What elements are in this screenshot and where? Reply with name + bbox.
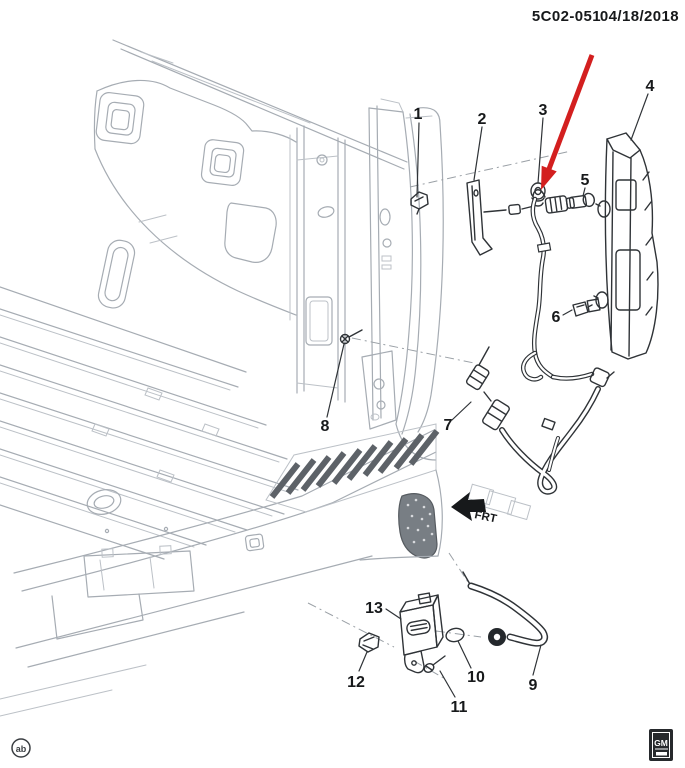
- drawing-date: 04/18/2018: [600, 8, 679, 25]
- frt-arrow-icon: [451, 492, 486, 521]
- callout-4: 4: [646, 78, 655, 95]
- red-arrow: [541, 54, 595, 190]
- nut-part-12: [358, 632, 380, 653]
- callout-8: 8: [321, 418, 330, 435]
- tie-down-ring: [86, 489, 122, 515]
- tail-lamp-part: [586, 132, 659, 360]
- truck-bed-drawing: [0, 39, 444, 717]
- drawing-number: 5C02-051: [532, 8, 601, 25]
- callout-7: 7: [444, 417, 453, 434]
- callout-10: 10: [467, 669, 485, 686]
- callout-12: 12: [347, 674, 365, 691]
- callouts: 1 2 3 4 5 6 7 8 9 10 11 12 13: [321, 78, 655, 716]
- step-pad-hatch: [269, 429, 440, 499]
- frt-label: FRT: [473, 509, 497, 525]
- hose-part-9: [462, 571, 549, 647]
- projection-lines: [307, 150, 572, 681]
- rear-pillar: [289, 125, 346, 403]
- grommet-part-10: [445, 627, 465, 643]
- callout-9: 9: [529, 677, 538, 694]
- callout-6: 6: [552, 309, 561, 326]
- camera-module-part-13: [399, 592, 444, 674]
- corner-pad-texture: [406, 498, 434, 544]
- bulb-part-5: [568, 192, 596, 209]
- corner-step-pad: [398, 493, 438, 559]
- callout-3: 3: [539, 102, 548, 119]
- gm-logo: GM: [649, 729, 673, 761]
- rear-bumper: [0, 423, 443, 717]
- lamp-socket-upper: [597, 200, 611, 218]
- callout-11: 11: [451, 699, 468, 716]
- red-arrow-head: [541, 165, 557, 190]
- gm-logo-label: GM: [654, 738, 668, 748]
- license-plate-recess: [83, 550, 195, 598]
- header: 5C02-051 04/18/2018: [532, 8, 679, 25]
- screw-part-11: [423, 655, 446, 673]
- frt-indicator: FRT: [451, 483, 532, 526]
- callout-13: 13: [365, 600, 383, 617]
- wiring-harness-part-7: [465, 346, 615, 495]
- screw-part-8: [339, 329, 363, 345]
- ab-mark: ab: [11, 738, 31, 758]
- stake-pocket-1: [95, 92, 145, 145]
- bed-floor: [0, 286, 299, 560]
- harness-connector-part-3: [521, 182, 595, 382]
- callout-1: 1: [414, 106, 423, 123]
- clip-part-6: [572, 301, 593, 317]
- fastener-part-1: [410, 191, 429, 215]
- ab-mark-label: ab: [16, 744, 27, 754]
- bracket-part-2: [466, 179, 535, 256]
- leader-lines: [326, 93, 649, 698]
- corner-post: [361, 98, 444, 461]
- callout-2: 2: [478, 111, 487, 128]
- stake-pocket-2: [200, 139, 245, 186]
- callout-5: 5: [581, 172, 590, 189]
